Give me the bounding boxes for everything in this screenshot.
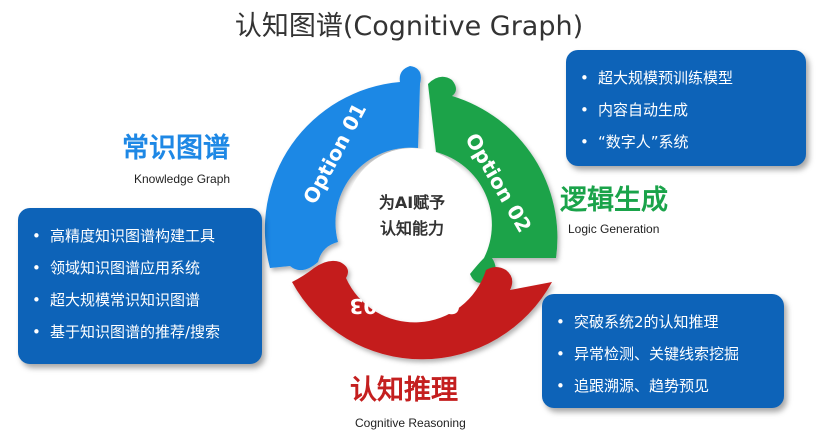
list-item: 超大规模常识知识图谱 (26, 284, 254, 316)
center-text-line2: 认知能力 (380, 219, 444, 238)
list-item: “数字人”系统 (574, 126, 798, 158)
list-item: 突破系统2的认知推理 (550, 306, 776, 338)
list-item: 异常检测、关键线索挖掘 (550, 338, 776, 370)
page-title: 认知图谱(Cognitive Graph) (234, 11, 584, 42)
list-item: 超大规模预训练模型 (574, 62, 798, 94)
logic-generation-box: 超大规模预训练模型 内容自动生成 “数字人”系统 (566, 50, 806, 166)
option-01-segment (264, 66, 421, 271)
option-02-segment (428, 76, 558, 283)
list-item: 内容自动生成 (574, 94, 798, 126)
center-circle (346, 148, 478, 280)
option-03-label: Option 03 (349, 294, 460, 318)
center-text-line1: 为AI赋予 (379, 193, 445, 212)
knowledge-graph-box: 高精度知识图谱构建工具 领域知识图谱应用系统 超大规模常识知识图谱 基于知识图谱… (18, 208, 262, 364)
option-03-segment (292, 260, 552, 360)
logic-generation-subtitle: Logic Generation (568, 222, 660, 236)
cognitive-reasoning-box: 突破系统2的认知推理 异常检测、关键线索挖掘 追跟溯源、趋势预见 (542, 294, 784, 408)
svg-text:Option 03: Option 03 (349, 294, 460, 318)
list-item: 领域知识图谱应用系统 (26, 252, 254, 284)
logic-generation-title: 逻辑生成 (560, 185, 668, 216)
cognitive-reasoning-title: 认知推理 (350, 375, 458, 406)
knowledge-graph-title: 常识图谱 (122, 133, 230, 164)
knowledge-graph-subtitle: Knowledge Graph (134, 172, 231, 186)
list-item: 高精度知识图谱构建工具 (26, 220, 254, 252)
cognitive-reasoning-subtitle: Cognitive Reasoning (355, 416, 466, 430)
list-item: 追跟溯源、趋势预见 (550, 370, 776, 402)
list-item: 基于知识图谱的推荐/搜索 (26, 316, 254, 348)
